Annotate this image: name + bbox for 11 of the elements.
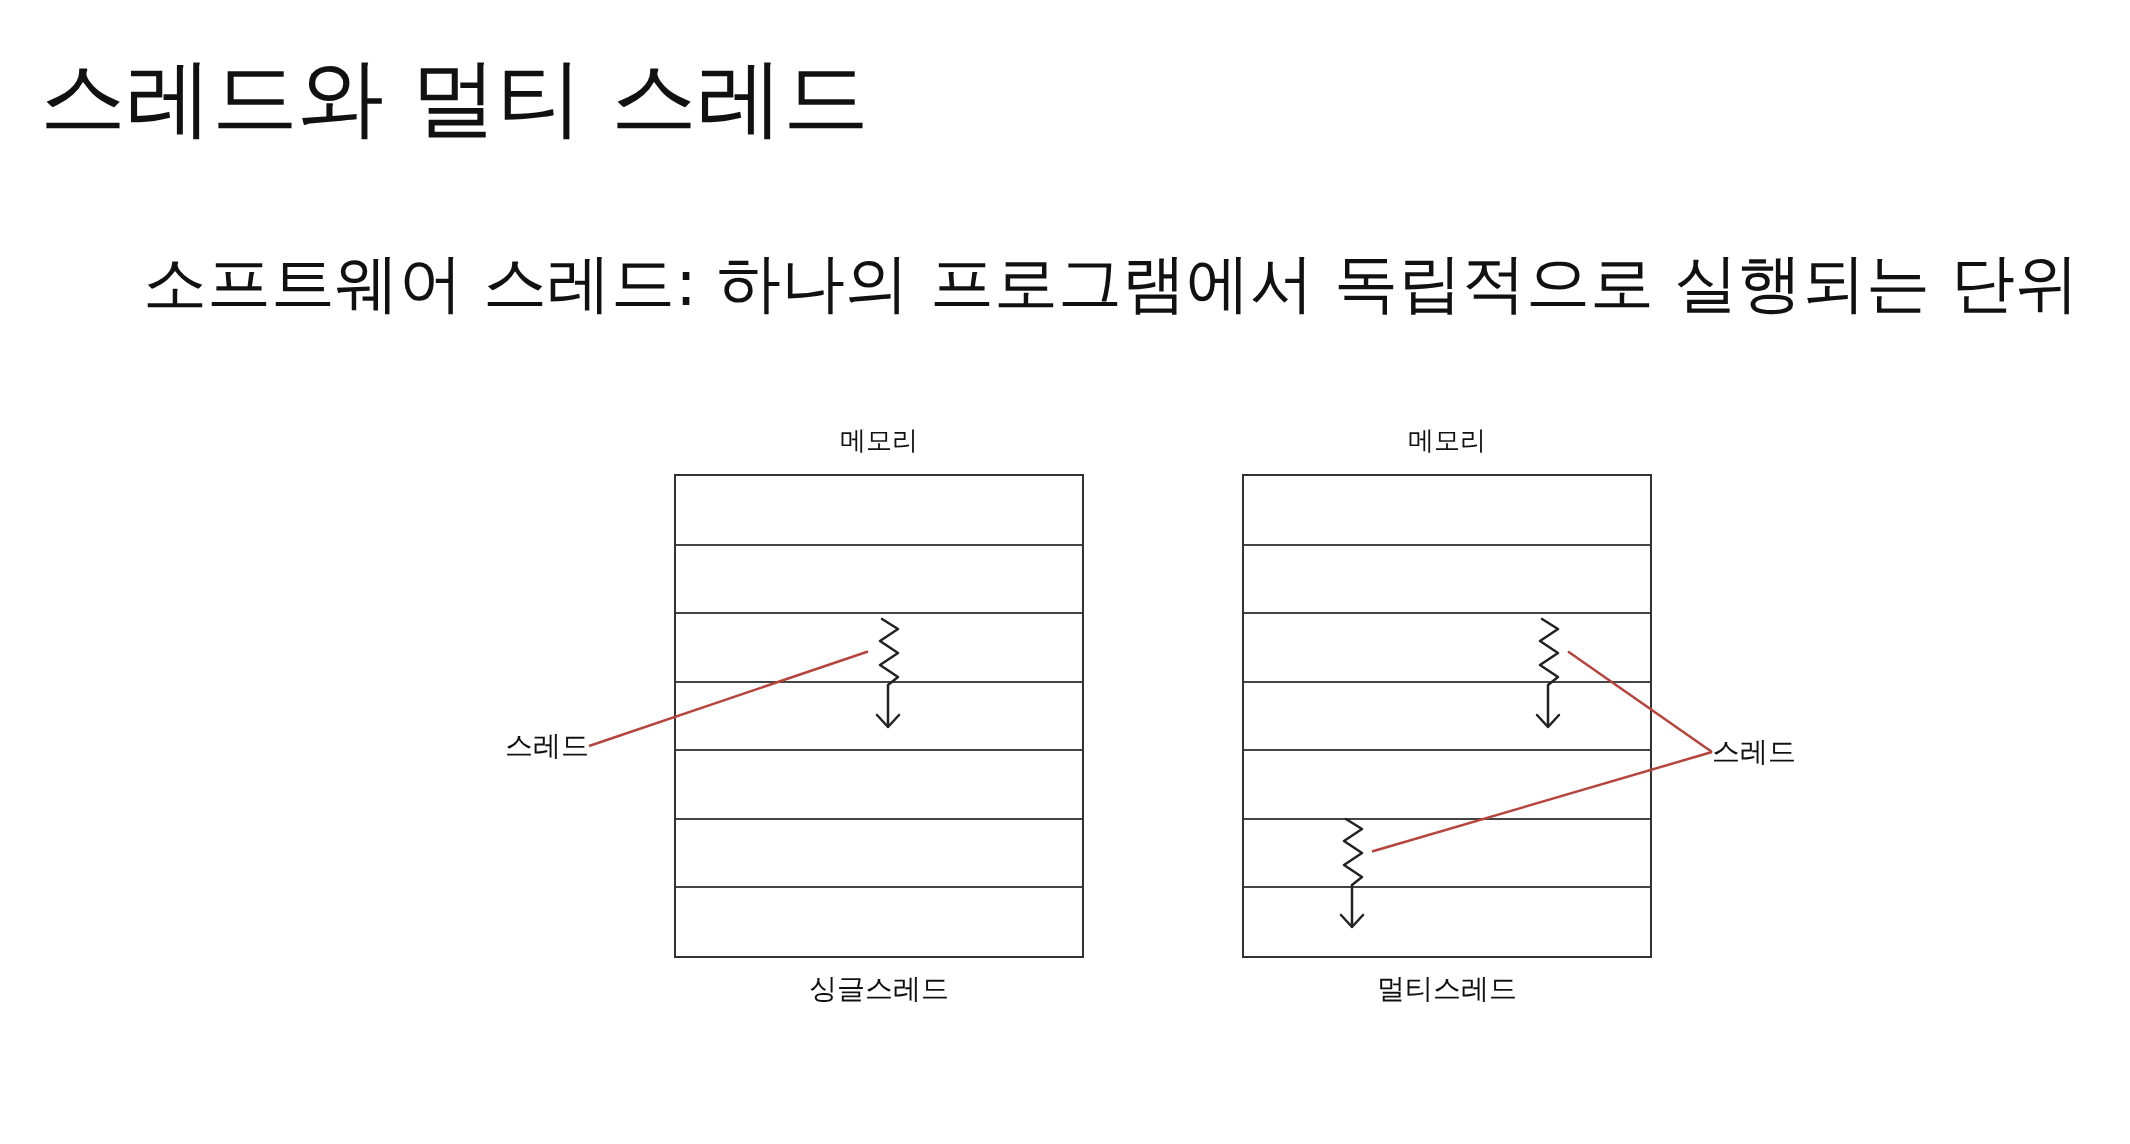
memory-label: 메모리 xyxy=(839,424,919,457)
thread-label: 스레드 xyxy=(505,727,589,765)
title: 스레드와 멀티 스레드 xyxy=(40,46,869,149)
thread-label: 스레드 xyxy=(1712,733,1796,771)
memory-label: 메모리 xyxy=(1407,424,1487,457)
thread-type-label: 싱글스레드 xyxy=(808,971,950,1007)
leader-line xyxy=(1567,650,1713,754)
leader-line xyxy=(1371,750,1713,853)
leader-line xyxy=(588,650,869,748)
thread-type-label: 멀티스레드 xyxy=(1376,971,1518,1007)
subtitle: 소프트웨어 스레드: 하나의 프로그램에서 독립적으로 실행되는 단위 xyxy=(143,245,2079,322)
